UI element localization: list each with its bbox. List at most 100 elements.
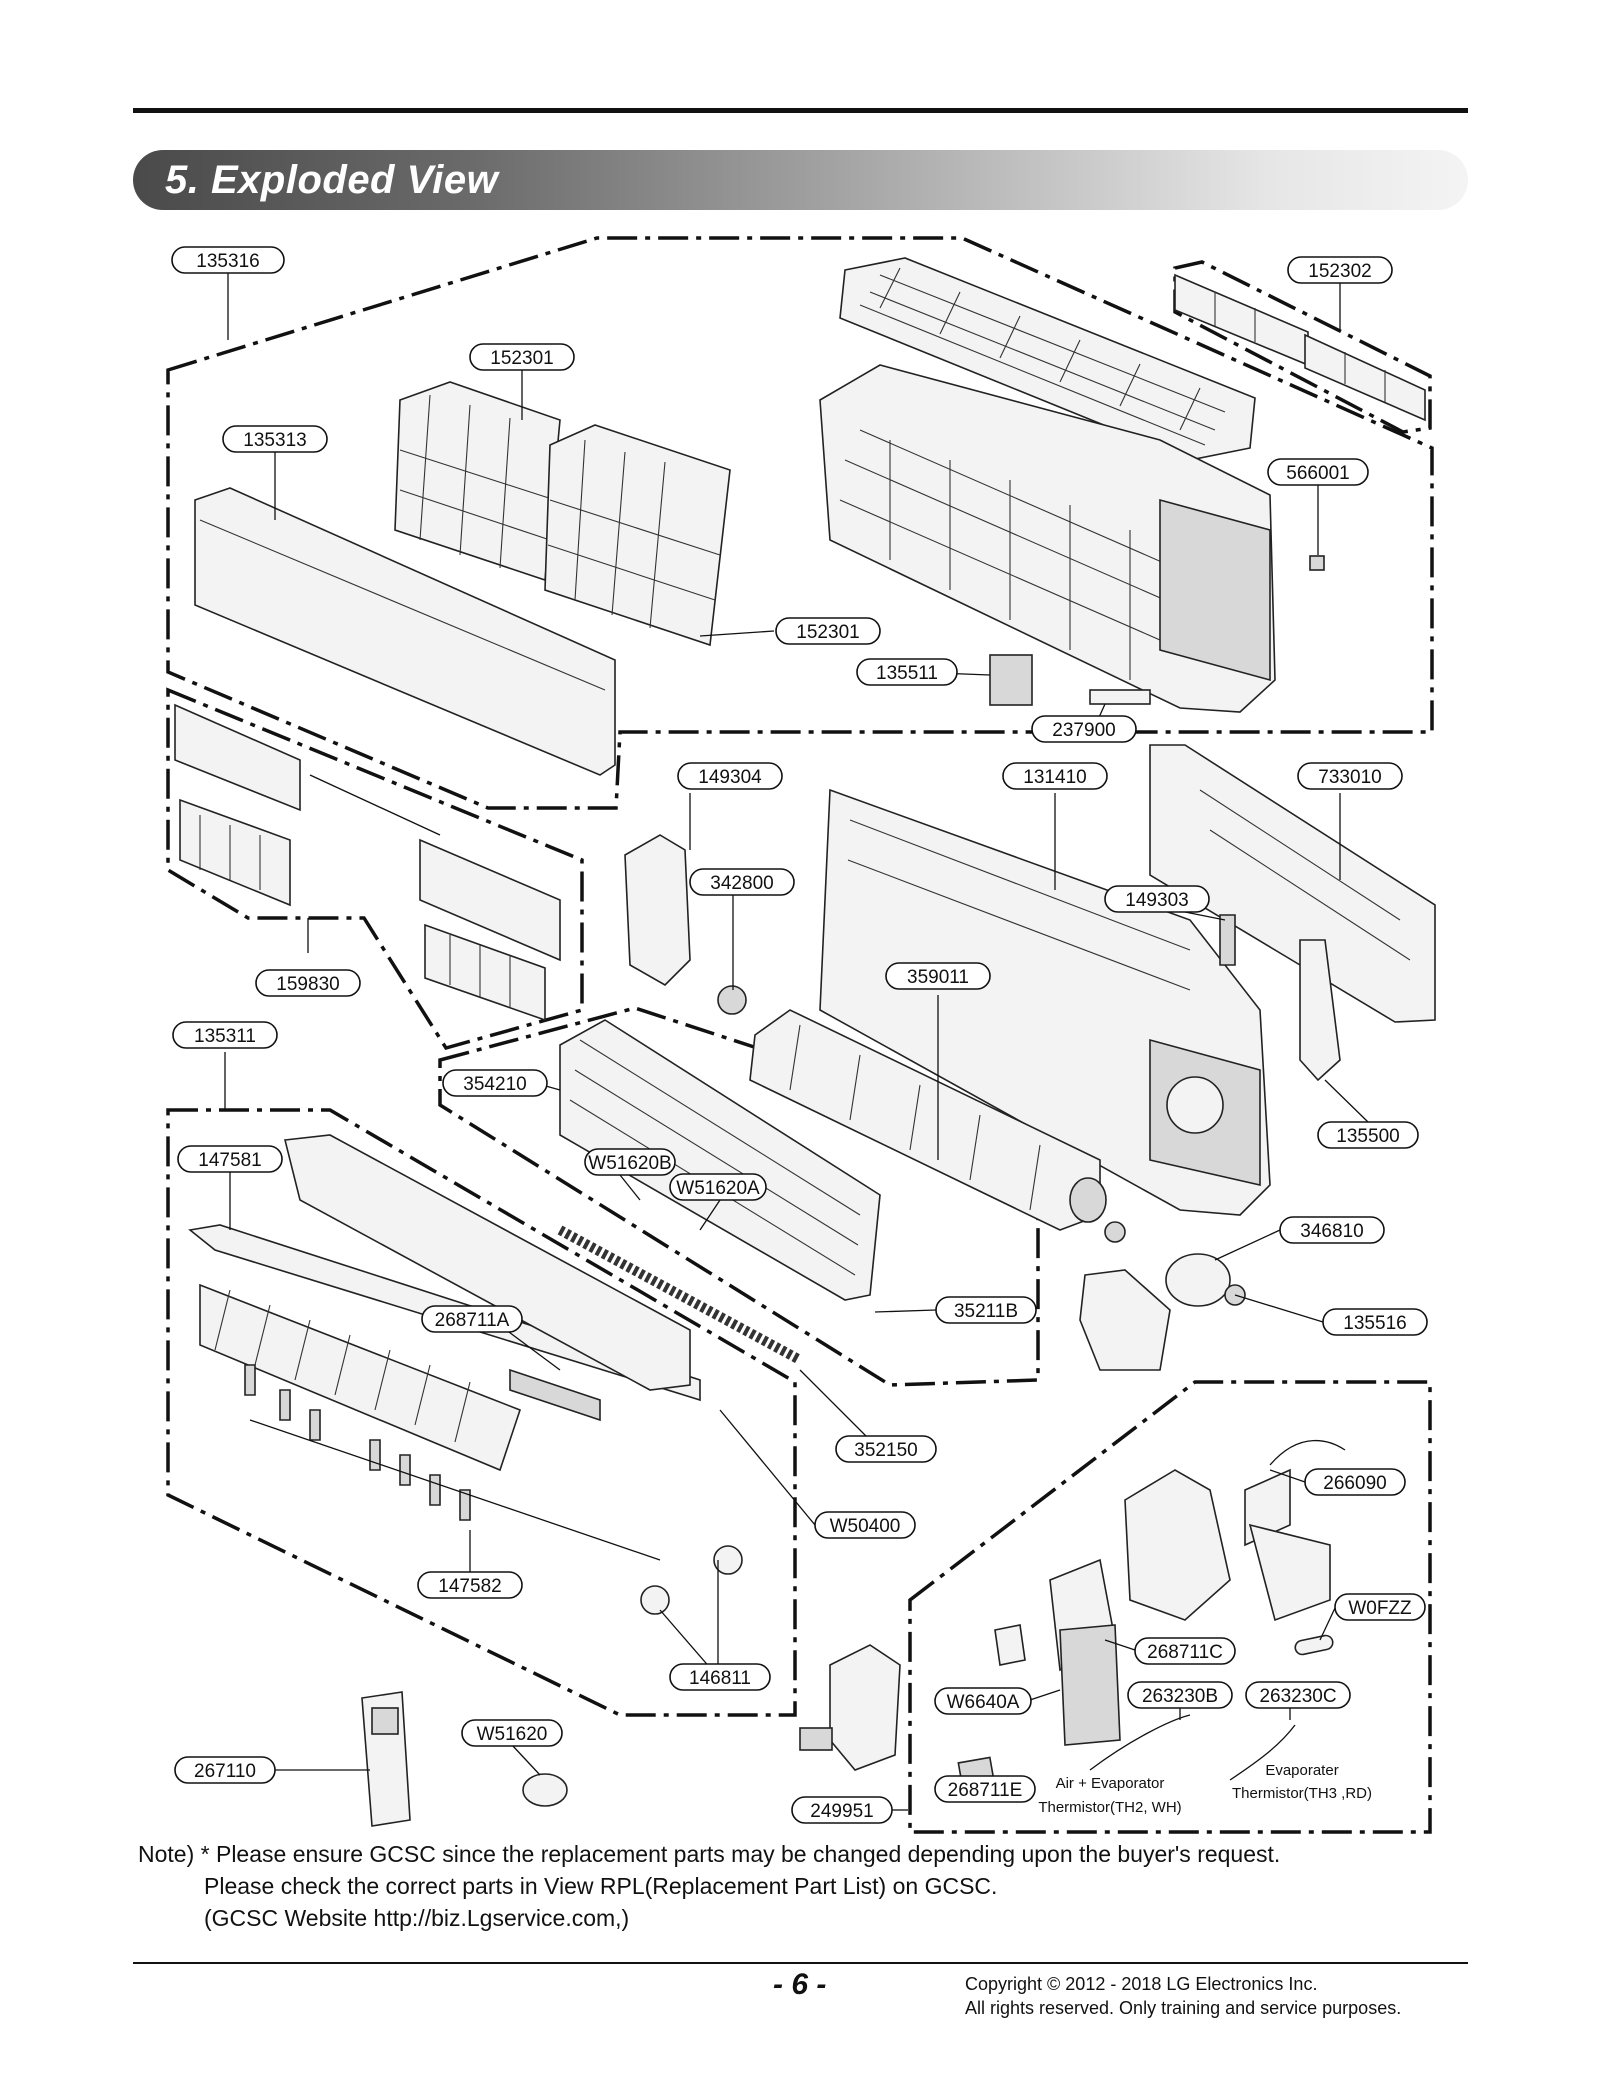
callout-146811: 146811: [669, 1663, 771, 1691]
pipe-bracket-part: [1299, 939, 1341, 1082]
control-box-part: [994, 1439, 1346, 1781]
callout-346810: 346810: [1279, 1216, 1385, 1244]
note-line-1: Note) * Please ensure GCSC since the rep…: [138, 1841, 1281, 1867]
callout-352150: 352150: [835, 1435, 937, 1463]
callout-147581-label: 147581: [198, 1150, 261, 1171]
thermistor-air-line1: Air + Evaporator: [1056, 1775, 1165, 1792]
side-bracket-part: [174, 703, 561, 1022]
clip-part: [1309, 555, 1325, 571]
sensor-cover-part: [1089, 689, 1151, 705]
callout-135516-label: 135516: [1343, 1313, 1406, 1334]
remote-controller-part: [361, 1691, 411, 1827]
callout-147581: 147581: [177, 1145, 283, 1173]
connector-part: [522, 1773, 568, 1807]
pcb-cover-part: [829, 1644, 901, 1771]
group-boundary-vane: [166, 1108, 797, 1717]
callout-w0fzz-label: W0FZZ: [1348, 1598, 1412, 1619]
callout-w50400: W50400: [814, 1511, 916, 1539]
callout-237900: 237900: [1031, 715, 1137, 743]
vertical-vane-part: [244, 1364, 661, 1561]
thermistor-air-line2: Thermistor(TH2, WH): [1038, 1799, 1181, 1816]
callout-135316: 135316: [171, 246, 285, 274]
callout-w6640a-label: W6640A: [947, 1692, 1020, 1713]
callout-w51620a-label: W51620A: [676, 1178, 760, 1199]
callout-149303-label: 149303: [1125, 890, 1188, 911]
callout-263230b-label: 263230B: [1142, 1686, 1218, 1707]
callout-268711c-label: 268711C: [1147, 1642, 1223, 1663]
display-pcb-part: [509, 1368, 601, 1422]
pcb-cover-insert-part: [799, 1727, 833, 1751]
callout-152301-upper: 152301: [469, 343, 575, 371]
callout-135313: 135313: [222, 425, 328, 453]
note-line-3: (GCSC Website http://biz.Lgservice.com,): [204, 1905, 630, 1931]
callout-147582: 147582: [417, 1571, 523, 1599]
callout-249951-label: 249951: [810, 1801, 873, 1822]
copyright-line-1: Copyright © 2012 - 2018 LG Electronics I…: [965, 1974, 1318, 1994]
air-filter-part: [394, 381, 731, 647]
bracket-149304-part: [624, 834, 691, 986]
callout-35211b: 35211B: [935, 1296, 1037, 1324]
fuse-part: [1294, 1634, 1334, 1656]
callout-135516: 135516: [1322, 1308, 1428, 1336]
callout-152301-lower: 152301: [775, 617, 881, 645]
callout-146811-label: 146811: [689, 1668, 751, 1689]
callout-135311: 135311: [172, 1021, 278, 1049]
cover-part: [989, 654, 1033, 706]
section-title: 5. Exploded View: [165, 158, 499, 202]
group-boundary-control-box: [908, 1380, 1432, 1834]
callout-135500: 135500: [1317, 1121, 1419, 1149]
callout-267110-label: 267110: [194, 1761, 256, 1782]
callout-733010: 733010: [1297, 762, 1403, 790]
callout-566001: 566001: [1267, 458, 1369, 486]
callout-w6640a: W6640A: [934, 1687, 1032, 1715]
callout-268711e-label: 268711E: [948, 1780, 1023, 1801]
drain-hose-part: [557, 1225, 803, 1365]
callout-342800: 342800: [689, 868, 795, 896]
callout-147582-label: 147582: [438, 1576, 501, 1597]
callout-268711a: 268711A: [421, 1305, 523, 1333]
top-rule: [133, 108, 1468, 113]
step-motor-part: [640, 1545, 743, 1615]
callout-135511-label: 135511: [876, 663, 938, 684]
group-boundary-side-parts: [166, 687, 584, 1051]
callout-237900-label: 237900: [1052, 720, 1115, 741]
callout-354210: 354210: [442, 1069, 548, 1097]
callout-w51620-label: W51620: [477, 1724, 548, 1745]
bottom-rule: [133, 1962, 1468, 1964]
callout-359011: 359011: [885, 962, 991, 990]
cross-flow-fan-part: [749, 1009, 1107, 1231]
bracket-149303-part: [1219, 914, 1236, 966]
callout-131410: 131410: [1002, 762, 1108, 790]
callout-135311-label: 135311: [194, 1026, 256, 1047]
callout-w51620a: W51620A: [669, 1173, 767, 1201]
callout-733010-label: 733010: [1318, 767, 1381, 788]
callout-35211b-label: 35211B: [954, 1301, 1018, 1322]
group-boundary-evaporator: [438, 1006, 1040, 1387]
callout-342800-label: 342800: [710, 873, 773, 894]
callout-268711e: 268711E: [934, 1775, 1036, 1803]
top-grille-part: [839, 257, 1256, 461]
motor-cover-part: [1079, 1269, 1171, 1371]
callout-266090: 266090: [1304, 1468, 1406, 1496]
thermistor-evap-line1: Evaporater: [1265, 1762, 1338, 1779]
fan-motor-part: [1104, 1221, 1246, 1307]
callout-w51620: W51620: [461, 1719, 563, 1747]
callout-w50400-label: W50400: [830, 1516, 901, 1537]
callout-354210-label: 354210: [463, 1074, 526, 1095]
front-panel-part: [194, 487, 616, 776]
callout-268711c: 268711C: [1134, 1637, 1236, 1665]
louver-part: [199, 1283, 521, 1472]
copyright-line-2: All rights reserved. Only training and s…: [965, 1998, 1402, 2018]
callout-135511: 135511: [856, 658, 958, 686]
callout-268711a-label: 268711A: [435, 1310, 510, 1331]
thermistor-evap-line2: Thermistor(TH3 ,RD): [1232, 1785, 1372, 1802]
callout-566001-label: 566001: [1286, 463, 1349, 484]
callout-263230c: 263230C: [1245, 1681, 1351, 1709]
chassis-frame-part: [819, 364, 1276, 713]
callout-135313-label: 135313: [243, 430, 306, 451]
callout-263230c-label: 263230C: [1259, 1686, 1336, 1707]
callout-w51620b: W51620B: [584, 1148, 676, 1176]
side-grille-part: [1174, 273, 1426, 422]
group-boundary-front-panel: [166, 236, 1434, 810]
copyright-block: Copyright © 2012 - 2018 LG Electronics I…: [965, 1972, 1401, 2020]
